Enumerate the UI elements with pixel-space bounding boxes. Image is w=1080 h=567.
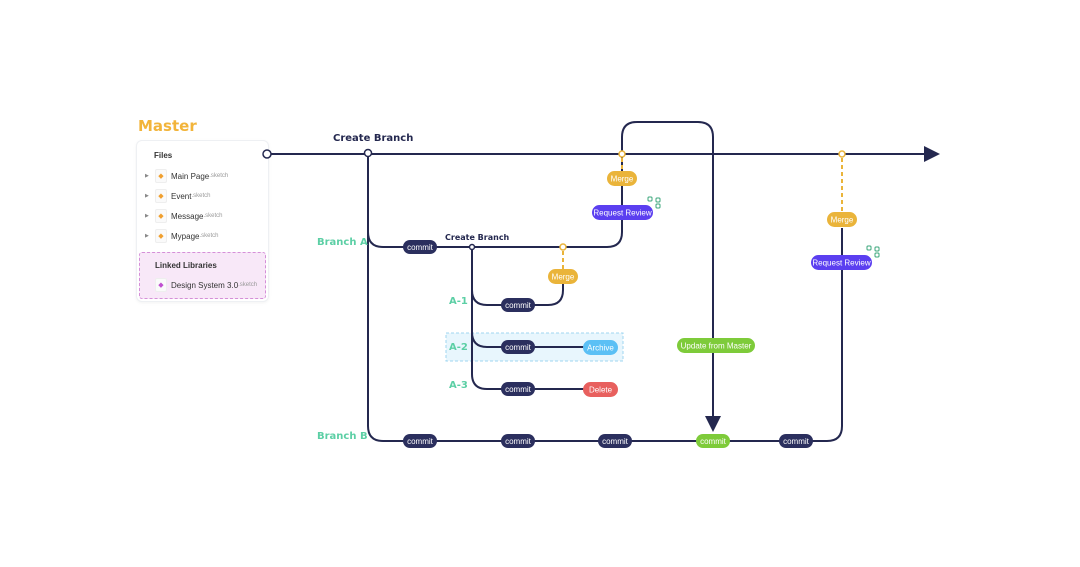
commit-pill[interactable]: commit	[403, 240, 437, 254]
start-node	[262, 149, 272, 159]
file-item[interactable]: ▶ ◆ Message.sketch	[145, 209, 222, 223]
merge-node	[559, 243, 567, 251]
request-review-pill[interactable]: Request Review	[592, 205, 653, 220]
commit-pill[interactable]: commit	[501, 434, 535, 448]
expand-arrow-icon[interactable]: ▶	[145, 193, 149, 199]
branch-a-line	[367, 121, 721, 432]
commit-pill[interactable]: commit	[598, 434, 632, 448]
delete-pill[interactable]: Delete	[583, 382, 618, 397]
merge-node	[838, 150, 846, 158]
svg-text:commit: commit	[700, 437, 727, 446]
commit-pill[interactable]: commit	[501, 298, 535, 312]
a1-label: A-1	[449, 296, 468, 307]
merge-pill[interactable]: Merge	[607, 171, 637, 186]
svg-text:commit: commit	[505, 385, 532, 394]
library-ext: .sketch	[238, 282, 258, 288]
create-branch-label: Create Branch	[333, 133, 413, 144]
svg-text:Merge: Merge	[552, 273, 575, 282]
branch-node	[468, 243, 476, 251]
library-item[interactable]: ◆ Design System 3.0.sketch	[155, 278, 257, 292]
commit-pill[interactable]: commit	[501, 340, 535, 354]
library-icon: ◆	[155, 278, 167, 292]
branch-a-label: Branch A	[317, 237, 368, 248]
a1-line	[471, 276, 564, 306]
svg-text:commit: commit	[602, 437, 629, 446]
file-name: Main Page	[171, 171, 210, 181]
sketch-icon: ◆	[155, 169, 167, 183]
file-item[interactable]: ▶ ◆ Mypage.sketch	[145, 229, 218, 243]
files-panel: Files ▶◆Main Page.sketch ▶◆Event.sketch …	[136, 140, 269, 302]
file-ext: .sketch	[191, 193, 211, 199]
merge-pill[interactable]: Merge	[827, 212, 857, 227]
commit-pill[interactable]: commit	[403, 434, 437, 448]
branch-node	[363, 148, 373, 158]
sketch-icon: ◆	[155, 229, 167, 243]
create-branch-label: Create Branch	[445, 233, 510, 242]
file-name: Mypage	[171, 231, 200, 241]
file-ext: .sketch	[209, 173, 229, 179]
branch-b-line	[367, 157, 843, 442]
master-title: Master	[138, 117, 197, 135]
commit-pill[interactable]: commit	[501, 382, 535, 396]
file-ext: .sketch	[199, 233, 219, 239]
files-header: Files	[154, 151, 173, 160]
svg-text:Delete: Delete	[589, 386, 613, 395]
expand-arrow-icon[interactable]: ▶	[145, 213, 149, 219]
svg-text:Update from Master: Update from Master	[681, 342, 752, 351]
svg-text:Request Review: Request Review	[812, 259, 870, 268]
commit-pill-updated[interactable]: commit	[696, 434, 730, 448]
commit-pill[interactable]: commit	[779, 434, 813, 448]
svg-text:commit: commit	[505, 343, 532, 352]
branch-b-label: Branch B	[317, 431, 368, 442]
svg-text:Request Review: Request Review	[593, 209, 651, 218]
file-item[interactable]: ▶ ◆ Main Page.sketch	[145, 169, 228, 183]
svg-text:Archive: Archive	[587, 344, 614, 353]
merge-node	[618, 150, 626, 158]
a3-line	[471, 247, 600, 390]
linked-libraries-header: Linked Libraries	[155, 261, 217, 270]
sketch-icon: ◆	[155, 189, 167, 203]
svg-text:Merge: Merge	[831, 216, 854, 225]
linked-libraries: Linked Libraries ◆ Design System 3.0.sket…	[139, 252, 266, 299]
svg-text:commit: commit	[505, 301, 532, 310]
sketch-icon: ◆	[155, 209, 167, 223]
expand-arrow-icon[interactable]: ▶	[145, 233, 149, 239]
svg-text:commit: commit	[407, 243, 434, 252]
expand-arrow-icon[interactable]: ▶	[145, 173, 149, 179]
svg-text:Merge: Merge	[611, 175, 634, 184]
svg-text:commit: commit	[407, 437, 434, 446]
request-review-pill[interactable]: Request Review	[811, 255, 872, 270]
a2-line	[471, 331, 600, 348]
thumbs-up-icon	[866, 245, 880, 258]
svg-text:commit: commit	[783, 437, 810, 446]
library-name: Design System 3.0	[171, 280, 239, 290]
file-name: Event	[171, 191, 192, 201]
a3-label: A-3	[449, 380, 468, 391]
a2-label: A-2	[449, 342, 468, 353]
svg-text:commit: commit	[505, 437, 532, 446]
file-item[interactable]: ▶ ◆ Event.sketch	[145, 189, 210, 203]
file-ext: .sketch	[203, 213, 223, 219]
merge-pill[interactable]: Merge	[548, 269, 578, 284]
archive-pill[interactable]: Archive	[583, 340, 618, 355]
thumbs-up-icon	[647, 196, 661, 209]
update-from-master-pill[interactable]: Update from Master	[677, 338, 755, 353]
file-name: Message	[171, 211, 204, 221]
